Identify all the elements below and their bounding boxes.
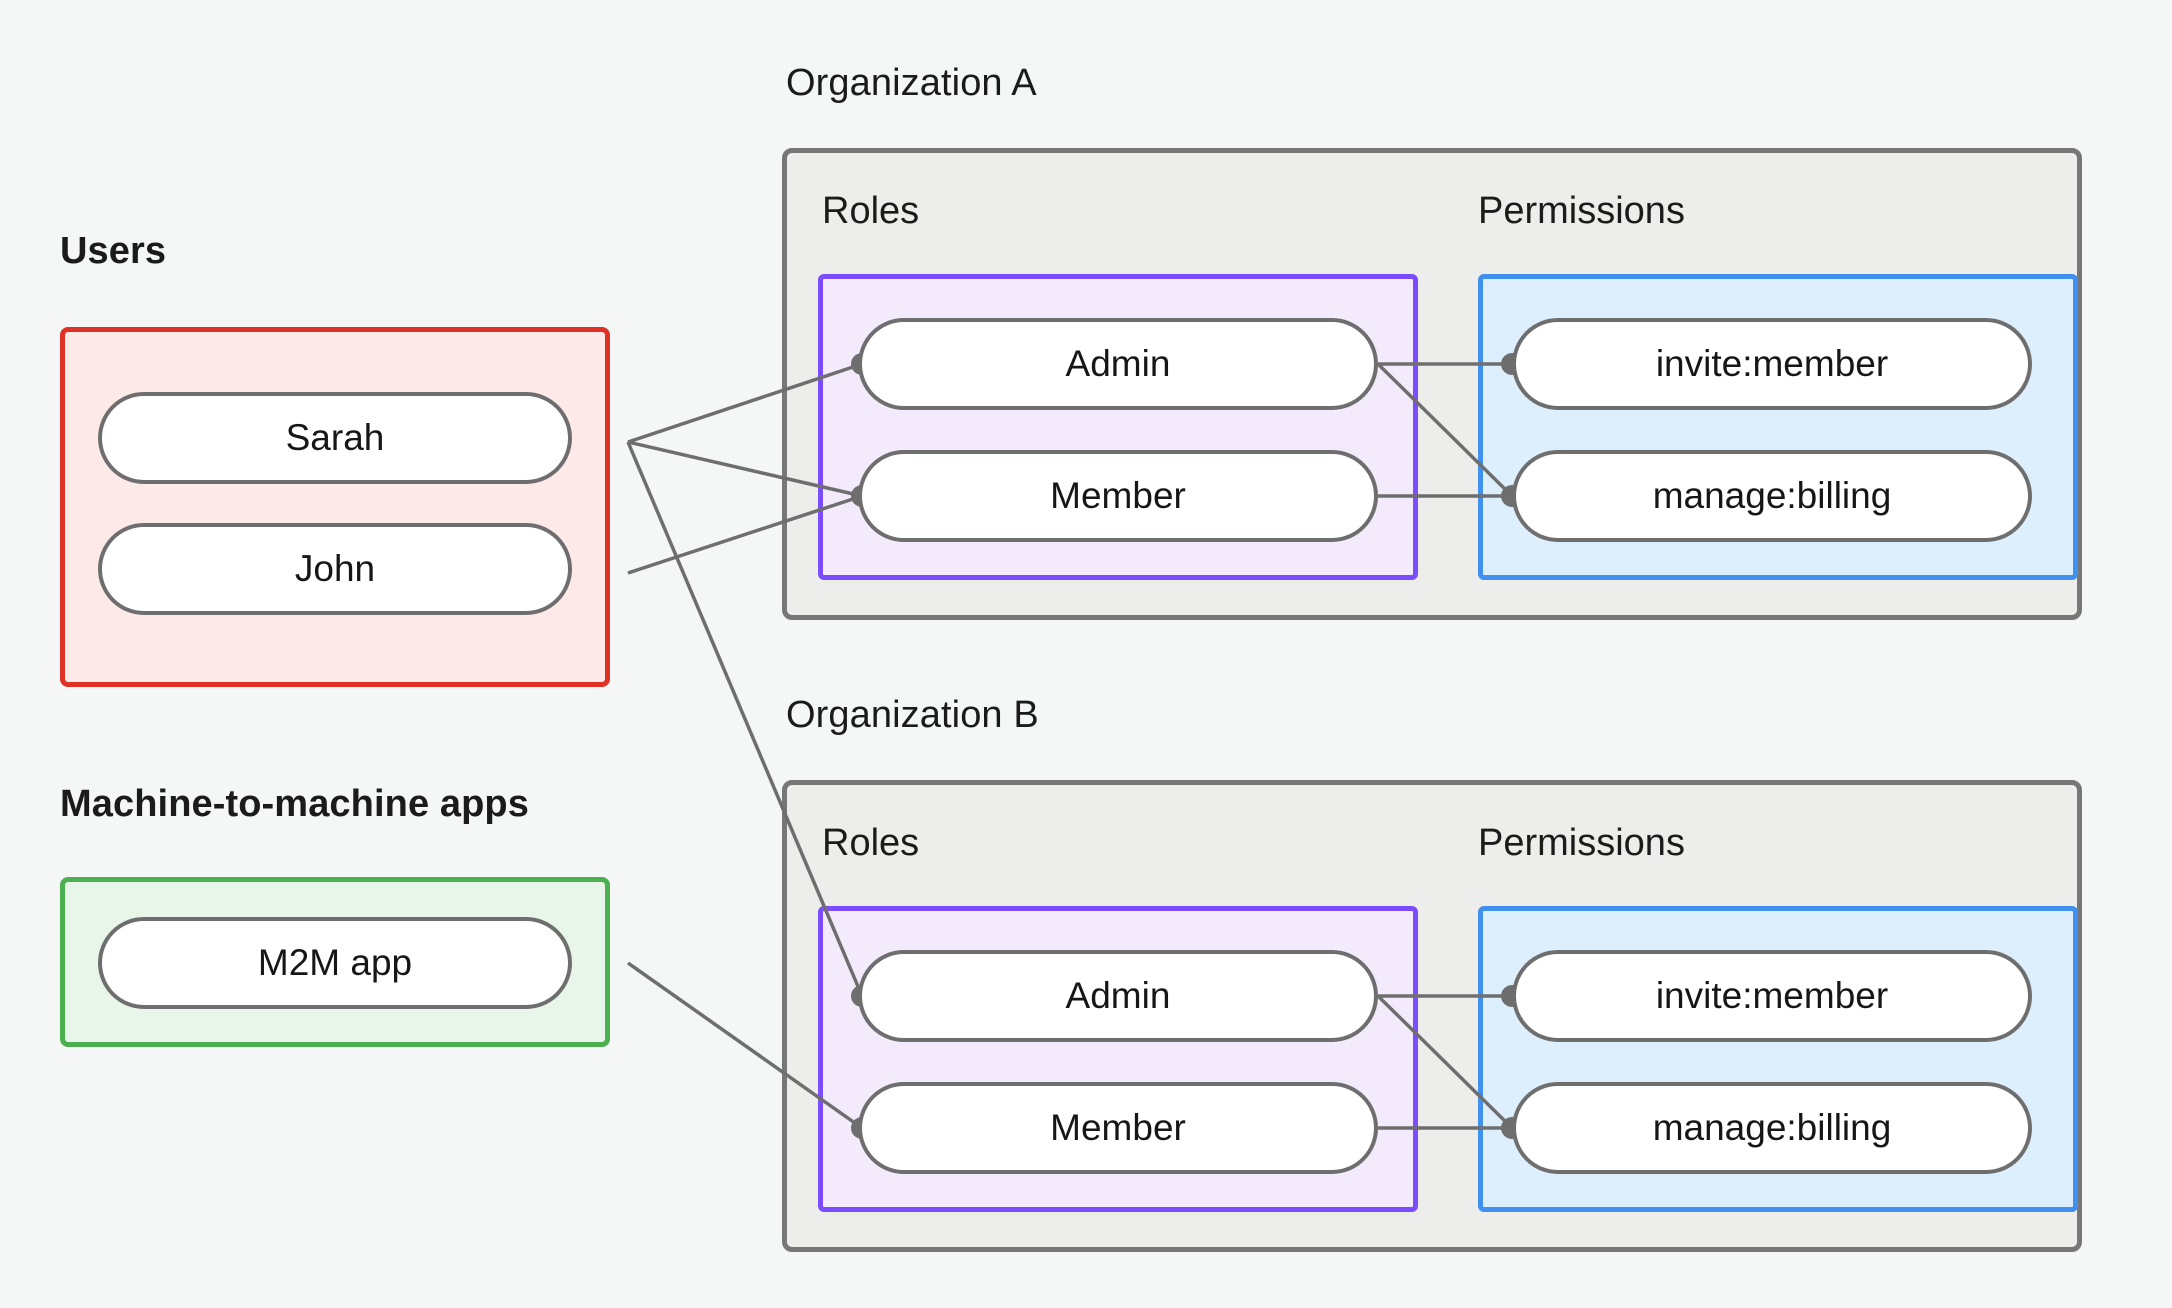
org-b-role-member[interactable]: Member [858, 1082, 1378, 1174]
user-node-john[interactable]: John [98, 523, 572, 615]
org-b-permission-invite-member[interactable]: invite:member [1512, 950, 2032, 1042]
org-a-permission-manage-billing-label: manage:billing [1652, 475, 1892, 516]
org-b-caption: Organization B [786, 694, 1039, 736]
org-b-role-admin[interactable]: Admin [858, 950, 1378, 1042]
org-a-permission-invite-member[interactable]: invite:member [1512, 318, 2032, 410]
org-b-permission-invite-member-label: invite:member [1655, 975, 1889, 1016]
org-a-role-admin-label: Admin [1065, 343, 1171, 384]
org-b-role-admin-label: Admin [1065, 975, 1171, 1016]
org-a-permissions-label: Permissions [1478, 190, 1685, 232]
user-node-john-label: John [294, 548, 376, 589]
org-b-role-member-label: Member [1050, 1107, 1186, 1148]
org-a-roles-label: Roles [822, 190, 920, 232]
m2m-node-app-label: M2M app [257, 942, 413, 983]
users-caption: Users [60, 230, 167, 272]
org-b-permissions-label: Permissions [1478, 822, 1685, 864]
m2m-caption: Machine-to-machine apps [60, 783, 529, 825]
org-a-role-admin[interactable]: Admin [858, 318, 1378, 410]
user-node-sarah-label: Sarah [285, 417, 385, 458]
org-a-caption: Organization A [786, 62, 1037, 104]
m2m-node-app[interactable]: M2M app [98, 917, 572, 1009]
org-b-roles-label: Roles [822, 822, 920, 864]
org-a-permission-manage-billing[interactable]: manage:billing [1512, 450, 2032, 542]
org-b-permission-manage-billing-label: manage:billing [1652, 1107, 1892, 1148]
org-b-permission-manage-billing[interactable]: manage:billing [1512, 1082, 2032, 1174]
org-a-permission-invite-member-label: invite:member [1655, 343, 1889, 384]
users-group-box [60, 327, 610, 687]
user-node-sarah[interactable]: Sarah [98, 392, 572, 484]
org-a-role-member[interactable]: Member [858, 450, 1378, 542]
org-a-role-member-label: Member [1050, 475, 1186, 516]
